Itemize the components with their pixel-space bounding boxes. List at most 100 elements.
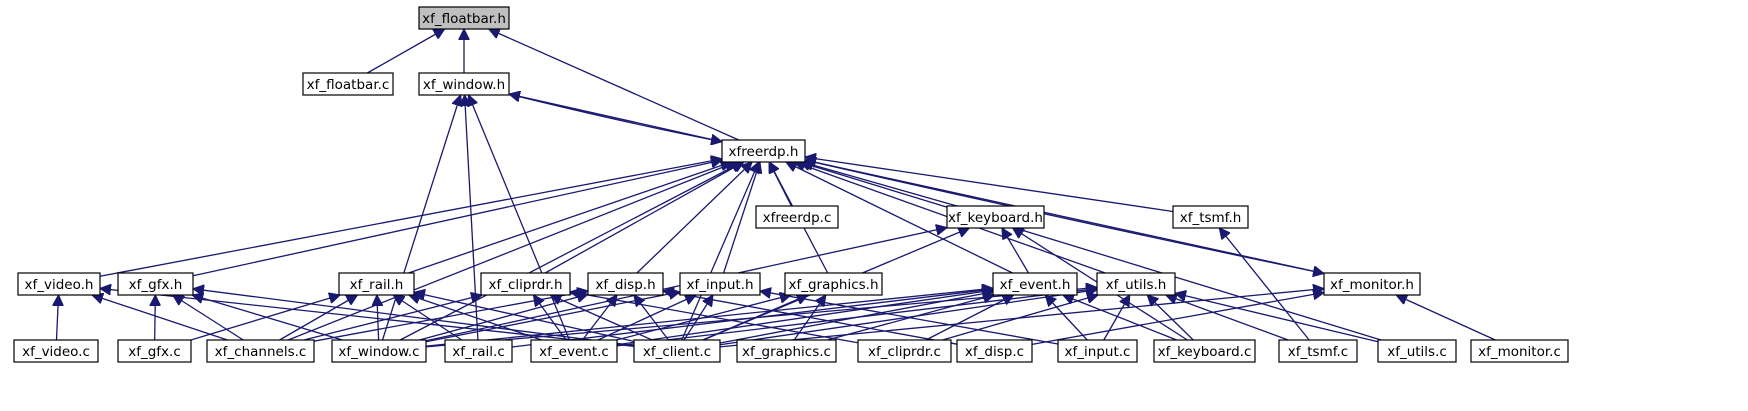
edge-xf-event-c-to-xf-window-h [469,95,571,341]
node-xf-utils-h[interactable]: xf_utils.h [1096,272,1176,296]
node-xf-event-h[interactable]: xf_event.h [992,272,1078,296]
node-label: xf_rail.h [350,277,404,293]
node-label: xf_rail.c [452,344,505,360]
node-box [302,72,394,96]
edge-xf-keyboard-c-to-xf-utils-h [1147,295,1194,341]
node-xf-channels-c[interactable]: xf_channels.c [206,339,315,363]
node-xf-tsmf-c[interactable]: xf_tsmf.c [1278,339,1358,363]
edge-xf-client-c-to-xf-utils-h [719,290,1097,346]
node-xf-keyboard-h[interactable]: xf_keyboard.h [946,205,1045,229]
edge-xf-window-c-to-xf-rail-h [377,295,379,341]
node-xf-utils-c[interactable]: xf_utils.c [1377,339,1457,363]
edge-xf-window-h-to-xfreerdp-h [508,93,722,142]
node-xf-gfx-c[interactable]: xf_gfx.c [117,339,192,363]
edge-xf-window-c-to-xf-disp-h [419,294,588,341]
node-box [338,272,415,296]
edge-xf-tsmf-h-to-xfreerdp-h [805,157,1174,213]
node-box [117,339,192,363]
edge-xf-input-c-to-xf-event-h [1045,295,1088,341]
node-label: xf_client.c [643,344,711,360]
node-xf-cliprdr-c[interactable]: xf_cliprdr.c [857,339,952,363]
node-box [736,339,837,363]
node-xf-disp-c[interactable]: xf_disp.c [956,339,1033,363]
edge-xf-event-c-to-xf-event-h [616,290,993,346]
edge-xf-disp-h-to-xfreerdp-h [636,162,752,274]
node-xf-input-h[interactable]: xf_input.h [679,272,761,296]
node-xf-input-c[interactable]: xf_input.c [1057,339,1138,363]
node-label: xf_keyboard.h [948,210,1043,226]
node-xf-event-c[interactable]: xf_event.c [530,339,618,363]
node-box [1057,339,1138,363]
edge-xf-event-c-to-xf-disp-h [581,295,617,341]
edge-xf-channels-c-to-xf-video-h [92,295,228,341]
node-box [13,339,99,363]
node-box [1172,205,1249,229]
edge-layer [56,29,1496,348]
node-label: xf_monitor.h [1330,277,1414,293]
node-box [755,205,839,229]
node-box [946,205,1045,229]
node-label: xf_gfx.c [128,344,181,360]
node-xf-graphics-h[interactable]: xf_graphics.h [784,272,883,296]
node-label: xf_window.c [338,344,419,360]
node-xf-tsmf-h[interactable]: xf_tsmf.h [1172,205,1249,229]
node-box [1323,272,1421,296]
edge-xf-event-h-to-xf-keyboard-h [1002,228,1030,274]
node-xf-graphics-c[interactable]: xf_graphics.c [736,339,837,363]
node-xf-rail-c[interactable]: xf_rail.c [444,339,513,363]
node-box [1470,339,1569,363]
edge-xf-channels-c-to-xf-rail-h [279,295,358,341]
node-xfreerdp-h[interactable]: xfreerdp.h [721,139,806,163]
node-label: xf_event.h [1000,277,1071,293]
node-xf-gfx-h[interactable]: xf_gfx.h [117,272,194,296]
node-label: xf_utils.h [1106,277,1167,293]
edge-xf-utils-c-to-xf-utils-h [1175,293,1379,343]
node-box [633,339,721,363]
node-xf-floatbar-h[interactable]: xf_floatbar.h [418,6,510,30]
edge-xf-tsmf-c-to-xf-tsmf-h [1219,228,1310,341]
edge-xf-window-c-to-xf-input-h [425,292,680,343]
edge-xf-channels-c-to-xf-cliprdr-h [303,295,482,341]
node-xf-window-c[interactable]: xf_window.c [331,339,427,363]
node-box [17,272,101,296]
node-xf-video-c[interactable]: xf_video.c [13,339,99,363]
node-xf-cliprdr-h[interactable]: xf_cliprdr.h [480,272,571,296]
node-label: xf_input.h [686,277,753,293]
node-label: xfreerdp.h [729,144,799,160]
edge-xf-graphics-c-to-xf-graphics-h [793,295,826,341]
node-xf-window-h[interactable]: xf_window.h [418,72,510,96]
node-box [587,272,664,296]
edge-xf-video-c-to-xf-video-h [56,295,58,341]
node-label: xf_video.c [22,344,90,360]
node-xf-rail-h[interactable]: xf_rail.h [338,272,415,296]
edge-xf-window-c-to-xfreerdp-h [399,161,742,341]
node-box [444,339,513,363]
node-label: xf_utils.c [1387,344,1447,360]
node-label: xf_disp.h [595,277,655,293]
node-label: xf_gfx.h [129,277,183,293]
node-xf-monitor-h[interactable]: xf_monitor.h [1323,272,1421,296]
node-xf-client-c[interactable]: xf_client.c [633,339,721,363]
node-box [117,272,194,296]
node-xfreerdp-c[interactable]: xfreerdp.c [755,205,839,229]
node-label: xf_tsmf.h [1180,210,1242,226]
edge-xf-floatbar-c-to-xf-floatbar-h [367,29,444,74]
edge-xf-video-h-to-xfreerdp-h [99,159,722,277]
node-xf-disp-h[interactable]: xf_disp.h [587,272,664,296]
node-label: xf_window.h [423,77,505,93]
node-label: xf_channels.c [215,344,307,360]
node-xf-floatbar-c[interactable]: xf_floatbar.c [302,72,394,96]
edge-xf-window-c-to-xf-utils-h [425,287,1097,348]
node-xf-video-h[interactable]: xf_video.h [17,272,101,296]
node-xf-keyboard-c[interactable]: xf_keyboard.c [1153,339,1256,363]
node-xf-monitor-c[interactable]: xf_monitor.c [1470,339,1569,363]
edge-xf-monitor-c-to-xf-monitor-h [1396,295,1496,341]
node-label: xf_keyboard.c [1158,344,1252,360]
node-box [1096,272,1176,296]
edge-xfreerdp-h-to-xf-monitor-h [804,159,1324,273]
node-label: xf_disp.c [965,344,1024,360]
edge-xf-client-c-to-xf-monitor-h [719,289,1324,348]
node-box [1153,339,1256,363]
edge-xf-keyboard-h-to-xfreerdp-h [802,162,958,207]
